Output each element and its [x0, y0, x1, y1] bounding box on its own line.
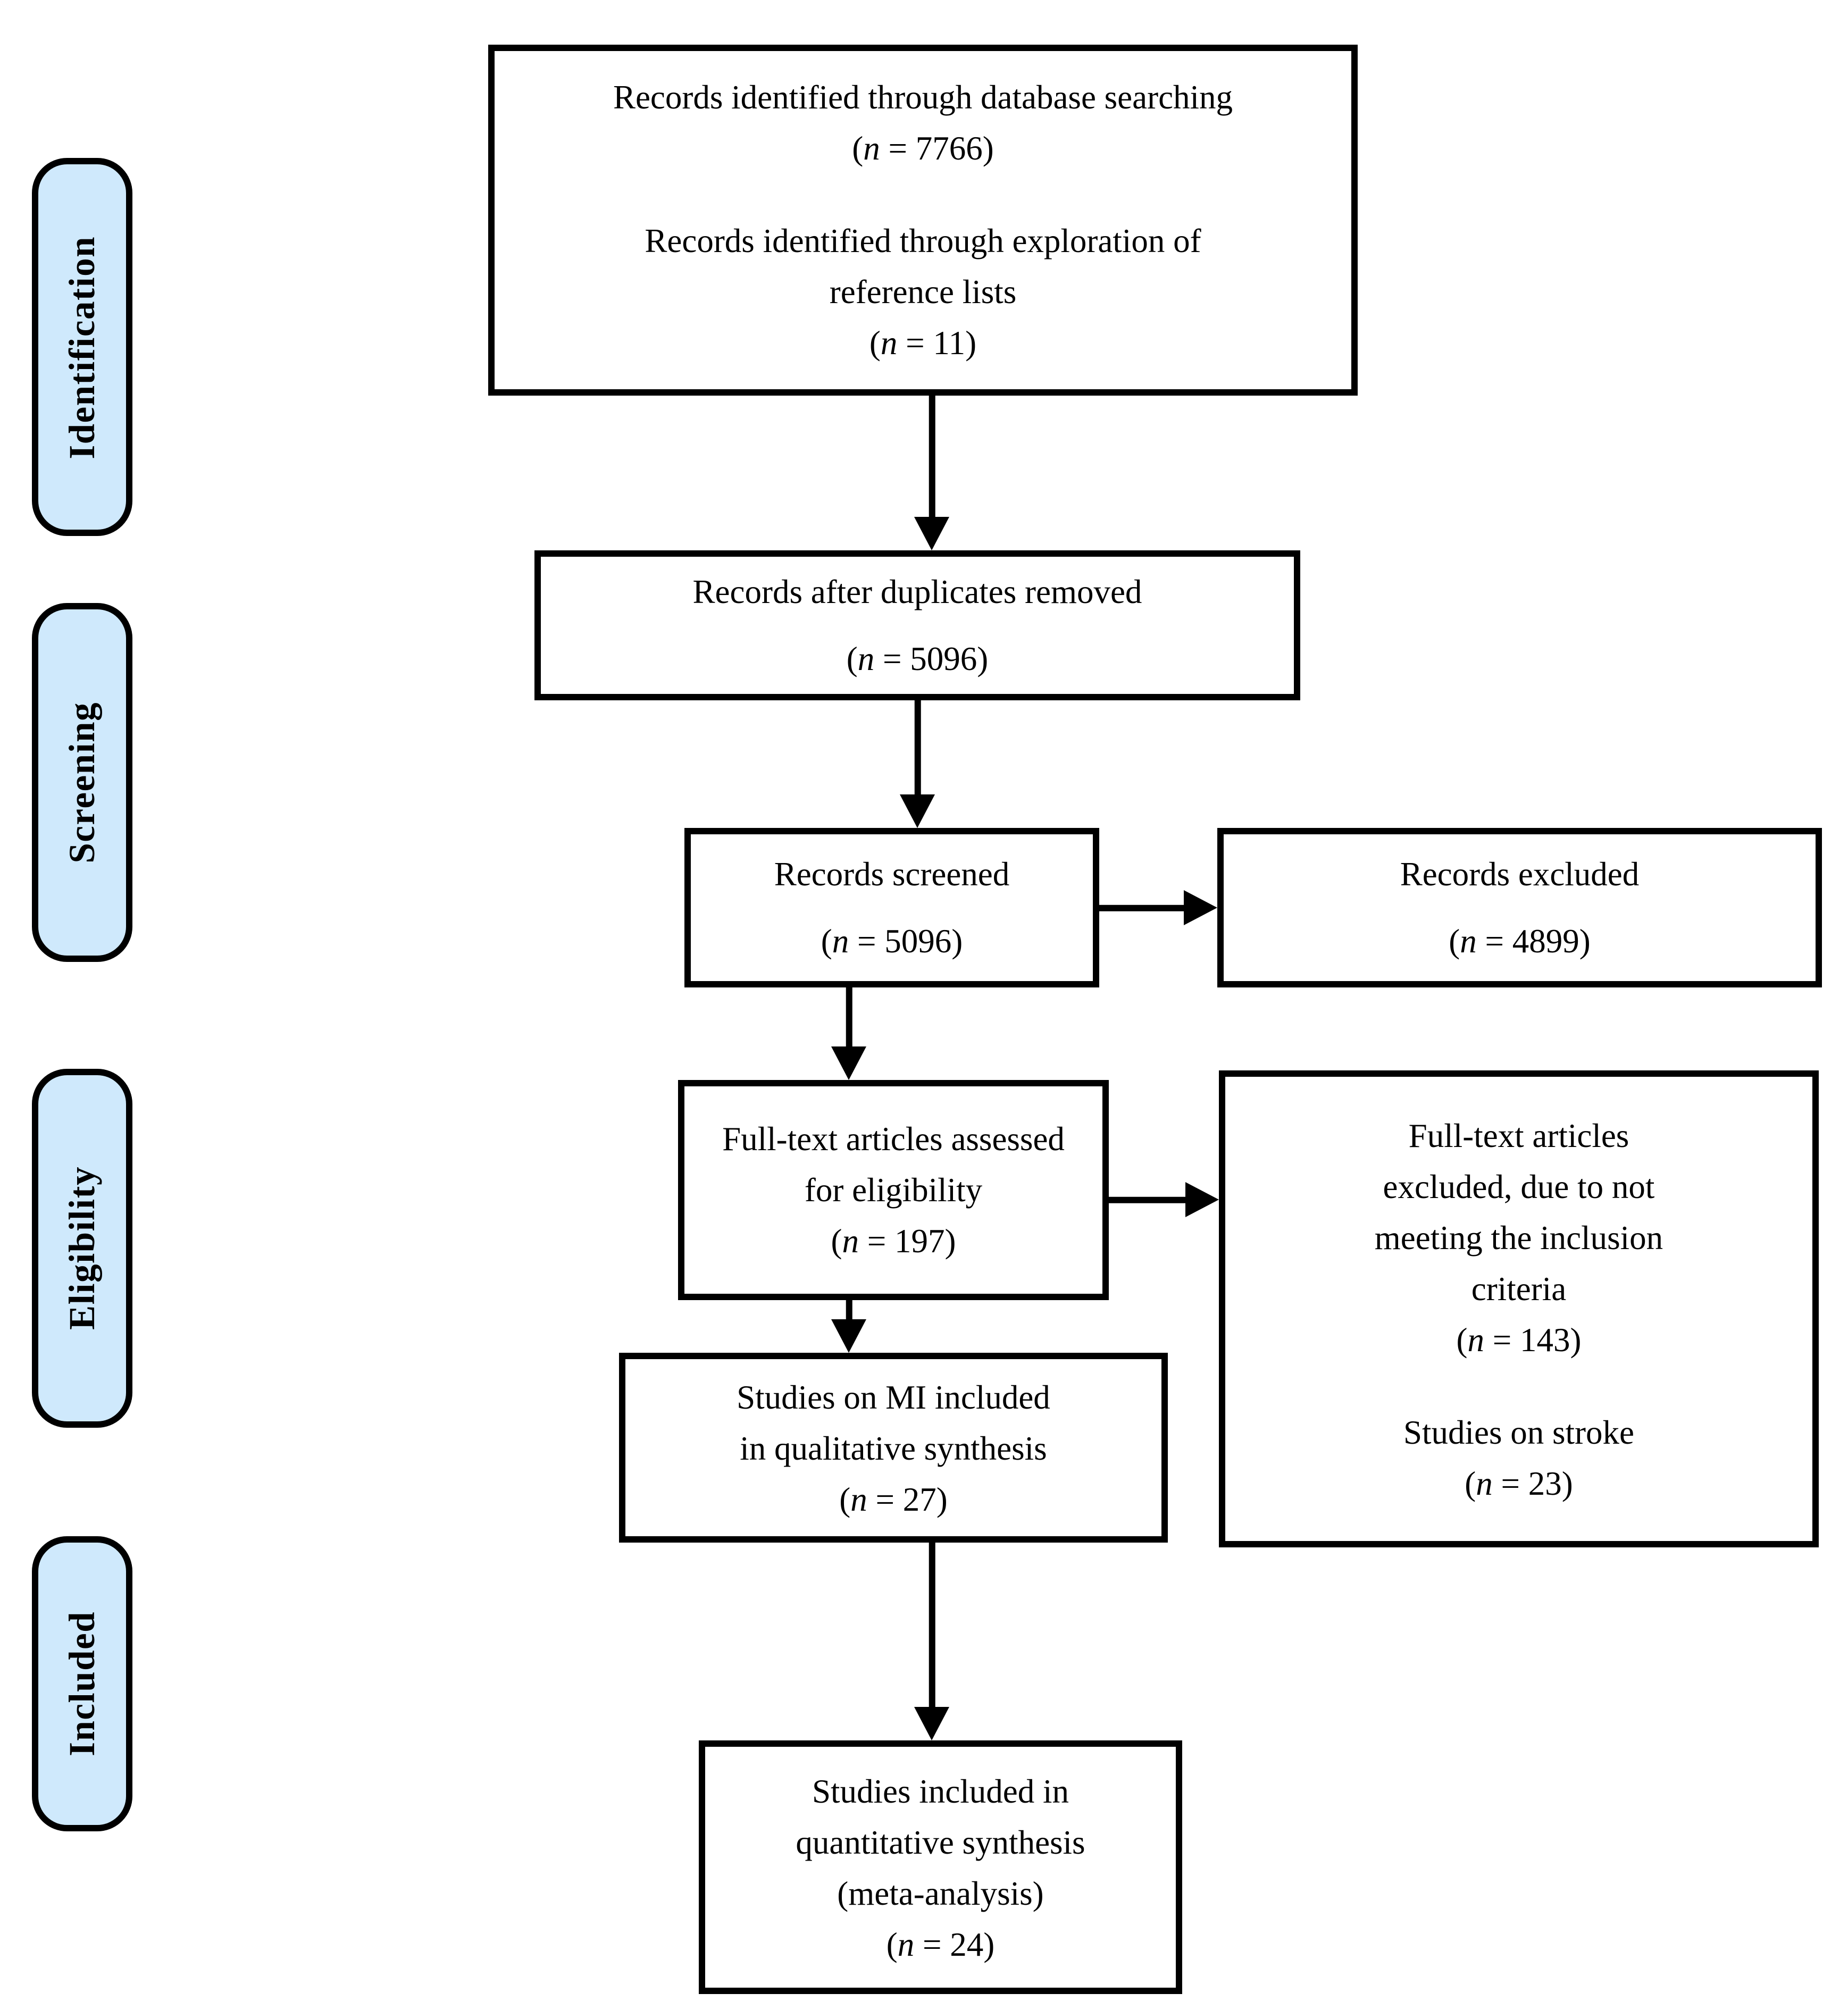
box-text-line: reference lists: [829, 273, 1017, 311]
box-records-screened: Records screened (n = 5096): [684, 828, 1099, 987]
box-fulltext-assessed: Full-text articles assessed for eligibili…: [678, 1080, 1109, 1300]
arrow-shaft: [846, 987, 852, 1051]
phase-label-identification-text: Identification: [61, 235, 102, 459]
box-text-line: criteria: [1471, 1269, 1567, 1308]
arrowhead-down-icon: [900, 794, 935, 828]
arrow-fulltext-to-fulltext-excluded: [1109, 1180, 1219, 1219]
phase-label-screening-text: Screening: [61, 701, 102, 864]
arrow-shaft: [1099, 904, 1189, 911]
arrow-duplicates-to-screened: [898, 700, 936, 828]
box-duplicates-removed: Records after duplicates removed (n = 509…: [534, 550, 1300, 700]
box-text-line: (n = 23): [1465, 1463, 1573, 1502]
arrow-shaft: [929, 396, 935, 522]
arrow-shaft: [1109, 1196, 1190, 1203]
box-text-line: (n = 197): [831, 1222, 956, 1260]
arrow-identified-to-duplicates: [913, 396, 951, 550]
box-text-line: excluded, due to not: [1383, 1167, 1655, 1205]
box-text-line: Full-text articles assessed: [722, 1120, 1065, 1158]
box-text-line: (n = 4899): [1449, 922, 1591, 960]
phase-label-included-text: Included: [61, 1611, 102, 1756]
box-text-line: (n = 11): [869, 324, 977, 362]
arrowhead-down-icon: [831, 1319, 866, 1353]
phase-label-screening: Screening: [32, 603, 132, 962]
box-text-line: Studies on stroke: [1403, 1412, 1634, 1451]
arrow-shaft: [914, 700, 921, 799]
phase-label-included: Included: [32, 1536, 132, 1831]
arrow-fulltext-to-qualitative: [830, 1300, 868, 1353]
arrow-screened-to-fulltext: [830, 987, 868, 1080]
arrowhead-down-icon: [914, 517, 949, 550]
arrow-screened-to-excluded: [1099, 889, 1217, 927]
box-fulltext-excluded: Full-text articles excluded, due to not me…: [1219, 1070, 1819, 1547]
box-text-line: Records screened: [774, 855, 1010, 893]
phase-label-eligibility-text: Eligibility: [61, 1166, 102, 1330]
box-text-line: quantitative synthesis: [796, 1822, 1085, 1861]
box-records-identified: Records identified through database sear…: [488, 45, 1358, 396]
arrowhead-right-icon: [1184, 890, 1217, 925]
arrow-shaft: [846, 1300, 852, 1324]
box-text-line: Records identified through exploration o…: [645, 222, 1201, 260]
box-text-line: Studies included in: [812, 1771, 1069, 1810]
box-records-excluded: Records excluded (n = 4899): [1217, 828, 1822, 987]
box-text-line: for eligibility: [804, 1171, 983, 1209]
box-qualitative-synthesis: Studies on MI included in qualitative syn…: [619, 1353, 1168, 1543]
arrow-shaft: [929, 1543, 935, 1712]
box-text-line: Studies on MI included: [737, 1377, 1050, 1416]
box-text-line: Records after duplicates removed: [692, 573, 1142, 611]
box-text-line: Records identified through database sear…: [613, 78, 1233, 116]
box-text-line: meeting the inclusion: [1374, 1218, 1663, 1257]
box-text-line: (n = 5096): [821, 922, 963, 960]
arrowhead-right-icon: [1185, 1182, 1219, 1217]
box-text-line: (n = 7766): [852, 129, 994, 168]
box-text-line: (n = 5096): [846, 640, 989, 678]
arrow-qualitative-to-quantitative: [913, 1543, 951, 1740]
box-text-line: (meta-analysis): [837, 1873, 1044, 1912]
box-text-line: (n = 143): [1456, 1320, 1582, 1359]
box-text-line: (n = 24): [886, 1924, 995, 1963]
phase-label-eligibility: Eligibility: [32, 1069, 132, 1428]
box-quantitative-synthesis: Studies included in quantitative synthesi…: [699, 1740, 1182, 1994]
arrowhead-down-icon: [831, 1046, 866, 1080]
arrowhead-down-icon: [914, 1707, 949, 1740]
phase-label-identification: Identification: [32, 158, 132, 536]
box-text-line: Records excluded: [1400, 855, 1640, 893]
box-text-line: Full-text articles: [1408, 1116, 1629, 1154]
box-text-line: (n = 27): [839, 1479, 948, 1518]
box-text-line: in qualitative synthesis: [740, 1428, 1047, 1467]
